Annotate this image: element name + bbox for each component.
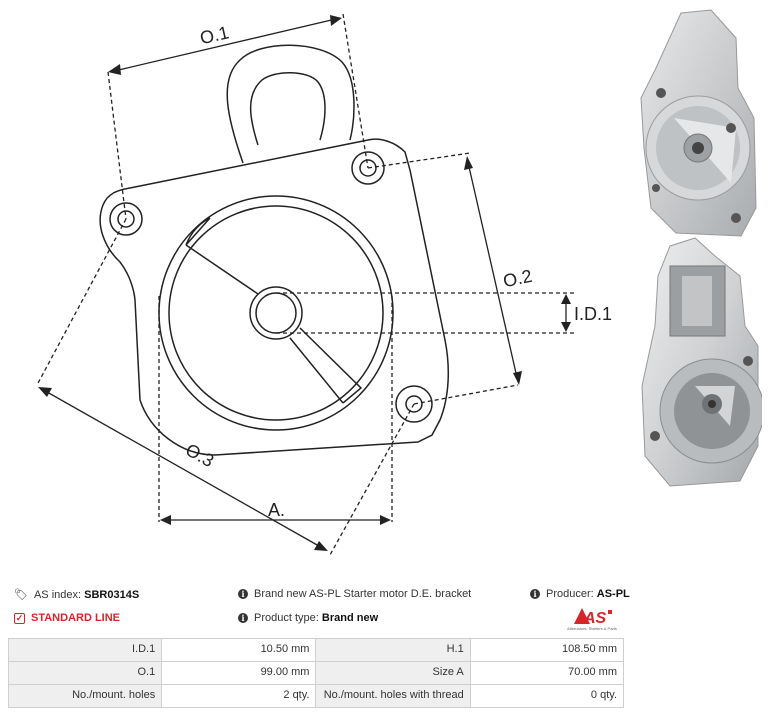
product-type-value: Brand new xyxy=(321,612,379,624)
label-o2: O.2 xyxy=(501,266,534,292)
product-type-row: i Product type: Brand new xyxy=(238,612,378,624)
spec-label: No./mount. holes xyxy=(7,684,163,708)
spec-value: 70.00 mm xyxy=(469,661,625,685)
specs-table: I.D.1 10.50 mm H.1 108.50 mm O.1 99.00 m… xyxy=(7,638,625,708)
mount-hole-bottom-inner xyxy=(405,395,423,413)
as-index-label: AS index: xyxy=(33,588,82,601)
bracket-top-loop xyxy=(226,44,355,164)
mount-hole-bottom-outer xyxy=(395,385,433,423)
info-icon: i xyxy=(530,589,540,599)
product-type-label: Product type: xyxy=(254,612,319,624)
center-hub-inner xyxy=(255,292,297,334)
bore-cutout xyxy=(185,217,344,404)
label-id1: I.D.1 xyxy=(574,304,612,324)
as-index-value: SBR0314S xyxy=(84,588,140,601)
table-row: No./mount. holes 2 qty. No./mount. holes… xyxy=(7,684,625,708)
as-index-row: 🏷︎ AS index: SBR0314S xyxy=(14,588,140,602)
main-bore-inner xyxy=(168,205,384,421)
bracket-top-loop-inner xyxy=(249,72,326,146)
bracket-photo-front xyxy=(640,9,757,237)
as-pl-logo: AS Alternators, Starters & Parts xyxy=(560,606,624,632)
spec-value: 10.50 mm xyxy=(161,638,317,662)
mount-hole-right-outer xyxy=(351,151,385,185)
mount-hole-left-outer xyxy=(109,202,143,236)
logo-text: AS xyxy=(583,610,607,626)
technical-drawing: O.1 O.2 O.3 I.D.1 A. xyxy=(36,13,612,556)
table-row: O.1 99.00 mm Size A 70.00 mm xyxy=(7,661,625,685)
spec-value: 108.50 mm xyxy=(469,638,625,662)
center-hub-outer xyxy=(249,286,303,340)
producer-label: Producer: xyxy=(546,588,594,600)
spec-label: Size A xyxy=(315,661,471,685)
spec-label: No./mount. holes with thread xyxy=(315,684,471,708)
spec-value: 99.00 mm xyxy=(161,661,317,685)
spec-label: I.D.1 xyxy=(7,638,163,662)
bracket-photo-rear xyxy=(641,237,762,487)
spec-value: 2 qty. xyxy=(161,684,317,708)
table-row: I.D.1 10.50 mm H.1 108.50 mm xyxy=(7,638,625,662)
spec-label: H.1 xyxy=(315,638,471,662)
producer-value: AS-PL xyxy=(596,588,630,600)
description-row: i Brand new AS-PL Starter motor D.E. bra… xyxy=(238,588,471,600)
producer-row: i Producer: AS-PL xyxy=(530,588,630,600)
standard-line-label: STANDARD LINE xyxy=(31,612,121,624)
description-text: Brand new AS-PL Starter motor D.E. brack… xyxy=(254,588,472,600)
info-icon: i xyxy=(238,613,248,623)
label-a: A. xyxy=(268,500,285,520)
logo-subtext: Alternators, Starters & Parts xyxy=(567,626,617,631)
spec-value: 0 qty. xyxy=(469,684,625,708)
standard-line-row: ✓ STANDARD LINE xyxy=(14,612,120,624)
tags-icon: 🏷︎ xyxy=(14,589,28,601)
mount-hole-left-inner xyxy=(117,210,135,228)
bracket-outline xyxy=(99,138,450,456)
label-o3: O.3 xyxy=(182,440,217,472)
checkbox-icon: ✓ xyxy=(14,612,25,624)
mount-hole-right-inner xyxy=(359,159,377,177)
info-icon: i xyxy=(238,589,248,599)
spec-label: O.1 xyxy=(7,661,163,685)
